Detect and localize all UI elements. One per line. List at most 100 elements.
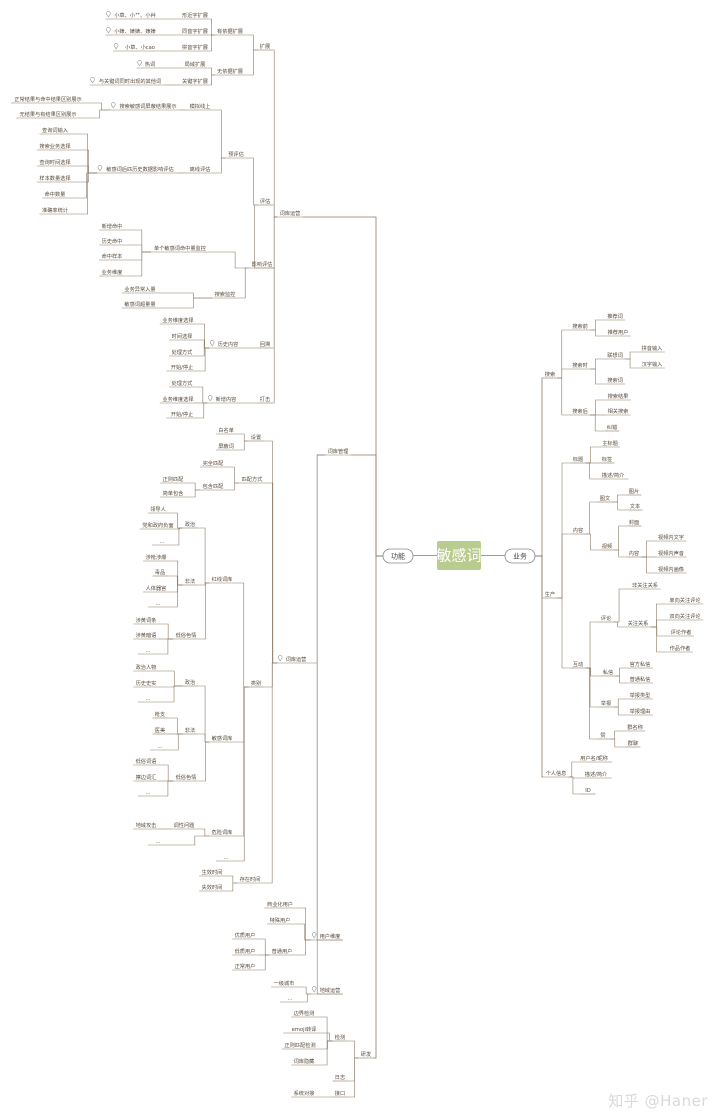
node-cyys: 词库运营 <box>286 655 307 663</box>
connector <box>224 875 238 884</box>
node-ssh3: 纠错 <box>607 423 617 431</box>
node-hs2: 时间选择 <box>172 332 194 340</box>
connector <box>614 549 627 558</box>
connector <box>613 621 626 628</box>
node-gf1: 地域攻击 <box>136 821 157 829</box>
connector <box>124 251 151 261</box>
node-xz1: 白名单 <box>218 426 234 434</box>
left-branch-box <box>382 548 414 564</box>
connector <box>650 603 667 628</box>
right-branch-box <box>504 548 536 564</box>
connector <box>225 482 240 491</box>
connector <box>300 993 312 1003</box>
node-bt2: 标签 <box>602 455 612 463</box>
connector <box>124 229 151 253</box>
node-pt3: 正常用户 <box>235 962 256 970</box>
connector <box>294 939 312 956</box>
connector <box>609 738 626 748</box>
node-mf: 非法 <box>185 726 195 734</box>
node-md1: 低俗词语 <box>136 757 157 765</box>
connector <box>641 556 656 574</box>
node-cx1: 生效时间 <box>202 868 223 876</box>
connector <box>262 662 278 884</box>
node-gzkz: 局域扩展 <box>185 60 206 68</box>
node-hz1: 领导人 <box>150 505 166 513</box>
node-pt1: 优质用户 <box>235 931 256 939</box>
node-cyxz_ops: 词库运营 <box>280 209 301 217</box>
connector <box>613 588 630 623</box>
connector <box>236 440 249 451</box>
connector <box>245 49 258 76</box>
node-ssz2: 搜索词 <box>607 376 623 384</box>
connector <box>172 527 183 546</box>
node-sx2: 普通私信 <box>630 675 651 683</box>
node-hz3: ... <box>160 539 165 545</box>
node-dj3: 开始/停止 <box>171 410 194 418</box>
connector <box>641 540 656 558</box>
node-ssz1b: 汉字输入 <box>642 360 663 368</box>
node-hf4: ... <box>156 601 161 607</box>
node-pyzkz: 拼音字扩展 <box>182 43 208 51</box>
connector <box>197 402 208 419</box>
connector <box>170 733 183 751</box>
root-node <box>437 541 481 570</box>
connector <box>585 667 599 708</box>
node-dyjc: 单个敏感词命中量监控 <box>154 244 206 252</box>
connector <box>210 18 215 36</box>
node-mn2: 无结果与有结果区别展示 <box>19 110 76 118</box>
connector <box>212 157 226 174</box>
node-mz3: ... <box>146 696 151 702</box>
node-jc2: emoji转译 <box>292 1025 317 1033</box>
node-pl: 评论 <box>601 614 612 622</box>
connector <box>612 494 627 503</box>
node-lx6: 准确率统计 <box>42 206 68 214</box>
connector <box>209 251 250 269</box>
connector <box>625 358 640 369</box>
connector <box>614 525 627 551</box>
node-dy3: 命中样本 <box>102 252 123 260</box>
node-gr2: 描述/简介 <box>585 770 608 778</box>
connector <box>85 102 111 111</box>
node-hs4: 开始/停止 <box>171 363 194 371</box>
node-sx1: 官方私信 <box>630 660 651 668</box>
pin-icon <box>111 102 116 109</box>
node-mz1: 政治人物 <box>136 663 157 671</box>
pin-icon <box>90 77 95 84</box>
node-gjzkz: 关键字扩展 <box>182 77 208 85</box>
connector <box>158 292 213 299</box>
node-dy_c2: ... <box>288 996 293 1002</box>
connector <box>263 662 278 688</box>
node-mz: 政治 <box>185 678 195 686</box>
node-ppfs: 匹配方式 <box>242 475 264 483</box>
node-sz: 设置 <box>251 433 261 441</box>
node-ssh1: 搜索结果 <box>608 392 629 400</box>
node-sc: 生产 <box>545 590 555 598</box>
pin-icon <box>137 60 142 67</box>
node-gz_l: 热词 <box>145 60 155 68</box>
node-jb2: 举报理由 <box>630 707 651 715</box>
connector <box>292 923 312 941</box>
node-yyz_l: 小婊、婊婊、婊婊 <box>114 27 156 35</box>
node-jc4: 词库隐藏 <box>294 1057 316 1065</box>
node-yf: 研发 <box>361 1050 371 1058</box>
connector <box>194 347 210 357</box>
connector <box>350 454 383 557</box>
node-ssz1: 联想词 <box>607 351 623 359</box>
connector <box>197 733 210 743</box>
connector <box>557 462 571 599</box>
node-gf2: ... <box>156 839 161 845</box>
node-spnr3: 视频内画像 <box>658 565 685 573</box>
node-pl2d: 作品作者 <box>670 644 691 652</box>
node-lx2: 搜索业务选择 <box>39 142 71 150</box>
connector <box>167 717 183 735</box>
connector <box>585 446 600 464</box>
pin-icon <box>208 395 213 402</box>
connector <box>557 329 570 379</box>
node-zan: 赞 <box>600 731 605 739</box>
connector <box>158 764 174 782</box>
node-dyyy: 地域运营 <box>320 986 341 994</box>
connector <box>237 267 250 299</box>
connector <box>272 216 278 349</box>
node-mnsx_l: 搜索敏感词屏蔽结果展示 <box>119 102 176 110</box>
pin-icon <box>106 11 111 18</box>
